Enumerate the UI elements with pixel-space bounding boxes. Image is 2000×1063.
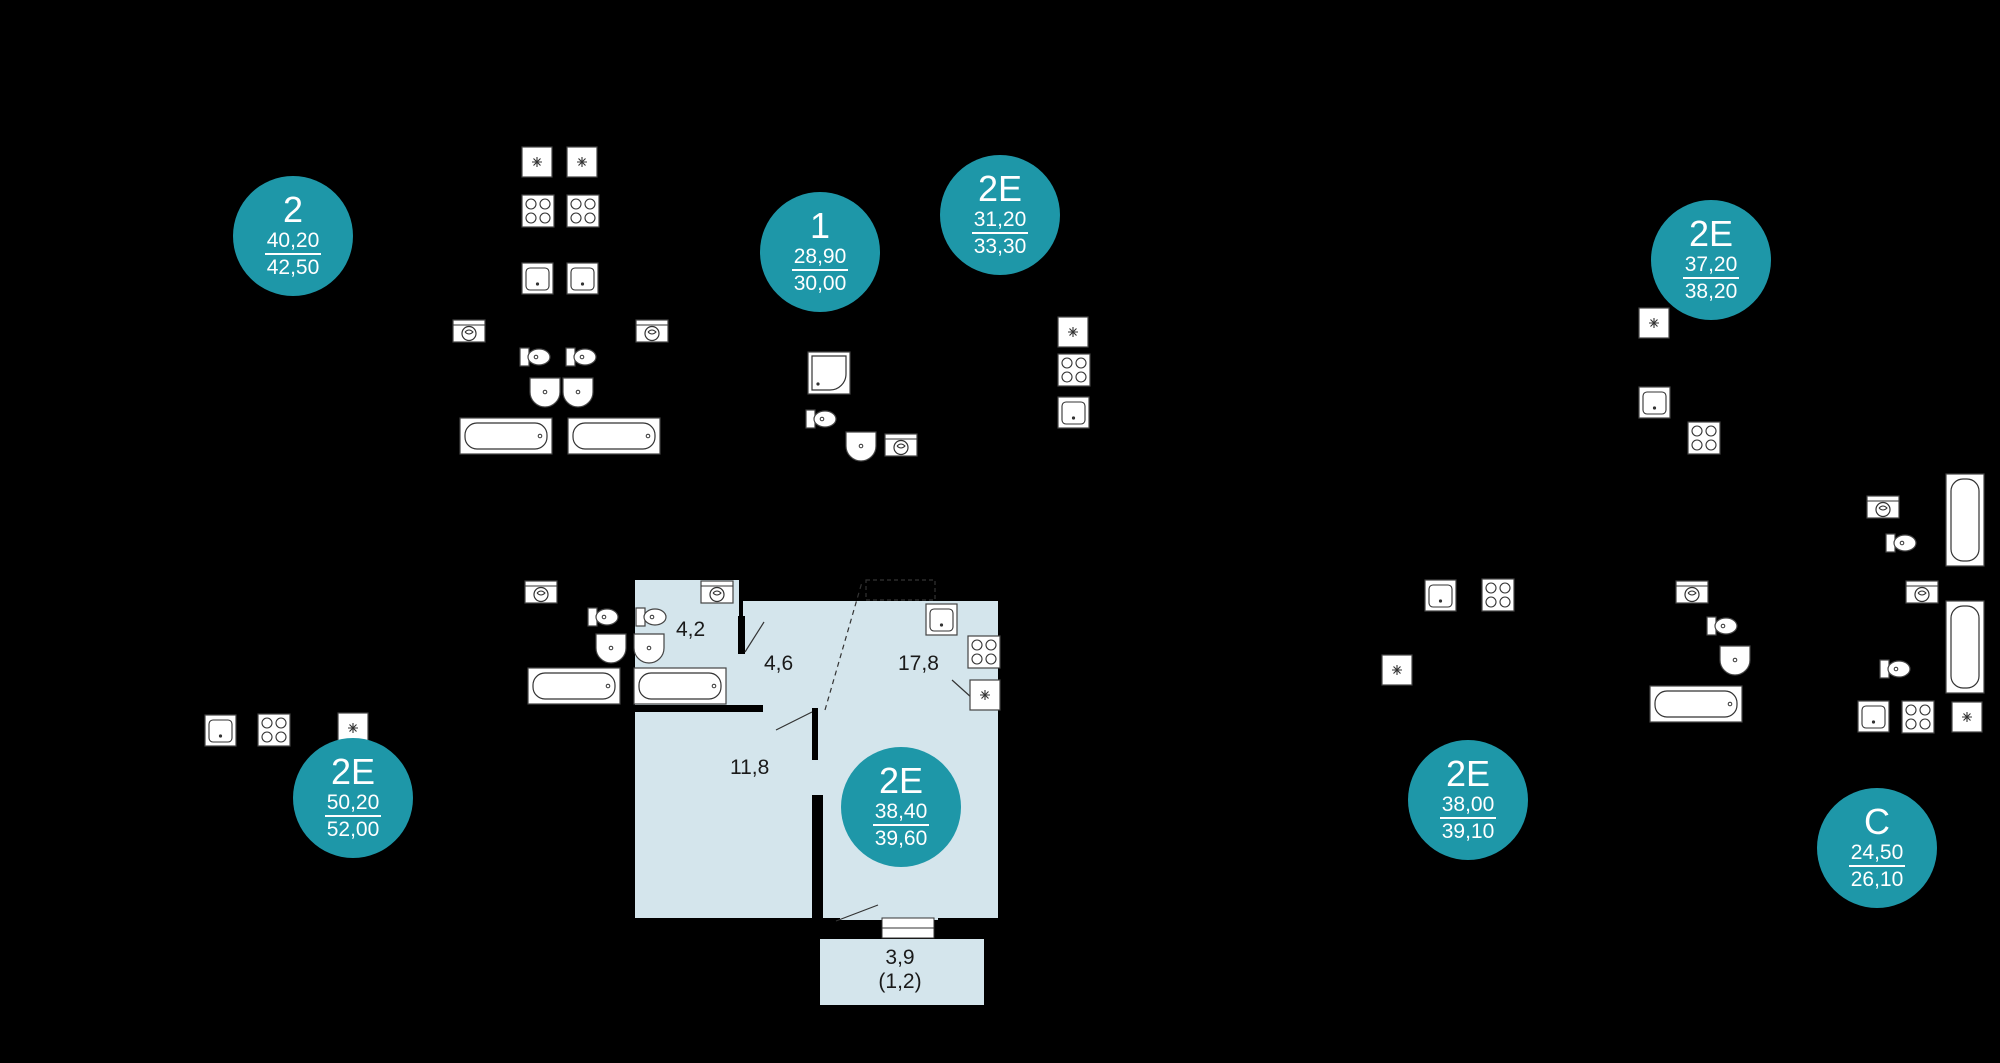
bathtub-icon bbox=[1945, 473, 1985, 567]
total-area: 26,10 bbox=[1850, 868, 1904, 891]
toilet-icon bbox=[805, 409, 837, 429]
toilet-icon bbox=[565, 347, 597, 367]
total-area: 38,20 bbox=[1684, 280, 1738, 303]
fridge-icon bbox=[521, 146, 553, 178]
washbasin-icon bbox=[529, 377, 561, 408]
stove-icon bbox=[1687, 421, 1721, 455]
living-area: 28,90 bbox=[791, 245, 849, 271]
fridge-icon bbox=[969, 679, 1001, 711]
sink-icon bbox=[1424, 579, 1457, 612]
living-area: 31,20 bbox=[971, 208, 1029, 234]
total-area: 52,00 bbox=[326, 818, 380, 841]
sink-icon bbox=[1857, 700, 1890, 733]
washing-machine-icon bbox=[700, 580, 734, 604]
kitchen-area-label: 17,8 bbox=[898, 652, 939, 675]
toilet-icon bbox=[519, 347, 551, 367]
apartment-badge-2[interactable]: 1 28,90 30,00 bbox=[760, 192, 880, 312]
bathtub-icon bbox=[633, 667, 727, 705]
stove-icon bbox=[257, 713, 291, 747]
balcony-floor bbox=[819, 938, 985, 1006]
bathtub-icon bbox=[1649, 685, 1743, 723]
washing-machine-icon bbox=[452, 319, 486, 343]
apartment-badge-8[interactable]: C 24,50 26,10 bbox=[1817, 788, 1937, 908]
toilet-icon bbox=[1885, 533, 1917, 553]
apartment-type: 1 bbox=[809, 205, 831, 246]
sink-icon bbox=[1638, 386, 1671, 419]
washing-machine-icon bbox=[884, 433, 918, 457]
bathroom-area-label: 4,2 bbox=[676, 618, 706, 641]
apartment-badge-4[interactable]: 2E 37,20 38,20 bbox=[1651, 200, 1771, 320]
toilet-icon bbox=[1706, 616, 1738, 636]
washing-machine-icon bbox=[1675, 580, 1709, 604]
living-area: 37,20 bbox=[1682, 253, 1740, 279]
apartment-badge-3[interactable]: 2E 31,20 33,30 bbox=[940, 155, 1060, 275]
sink-icon bbox=[925, 603, 958, 636]
washbasin-icon bbox=[562, 377, 594, 408]
bathtub-icon bbox=[459, 417, 553, 455]
hallway-area-label: 4,6 bbox=[764, 652, 794, 675]
apartment-type: C bbox=[1864, 801, 1890, 842]
bathtub-icon bbox=[567, 417, 661, 455]
sink-icon bbox=[1057, 396, 1090, 429]
stove-icon bbox=[566, 194, 600, 228]
balcony-area: 3,9 bbox=[885, 946, 915, 969]
balcony-reduced-area: (1,2) bbox=[878, 970, 922, 993]
living-area: 40,20 bbox=[264, 229, 322, 255]
living-area: 38,40 bbox=[872, 800, 930, 826]
washing-machine-icon bbox=[1905, 580, 1939, 604]
apartment-type: 2 bbox=[282, 189, 304, 230]
bedroom-area-label: 11,8 bbox=[730, 756, 770, 779]
apartment-type: 2E bbox=[878, 760, 924, 801]
fridge-icon bbox=[1057, 316, 1089, 348]
apartment-badge-1[interactable]: 2 40,20 42,50 bbox=[233, 176, 353, 296]
living-area: 38,00 bbox=[1439, 793, 1497, 819]
shower-icon bbox=[807, 351, 851, 395]
bathtub-icon bbox=[527, 667, 621, 705]
living-area: 24,50 bbox=[1848, 841, 1906, 867]
total-area: 42,50 bbox=[266, 256, 320, 279]
apartment-badge-6[interactable]: 2E 38,40 39,60 bbox=[841, 747, 961, 867]
total-area: 39,10 bbox=[1441, 820, 1495, 843]
balcony-area-label: 3,9 (1,2) bbox=[868, 946, 932, 994]
washing-machine-icon bbox=[524, 580, 558, 604]
stove-icon bbox=[521, 194, 555, 228]
total-area: 30,00 bbox=[793, 272, 847, 295]
living-area: 50,20 bbox=[324, 791, 382, 817]
apartment-type: 2E bbox=[1688, 213, 1734, 254]
washing-machine-icon bbox=[635, 319, 669, 343]
fridge-icon bbox=[1638, 307, 1670, 339]
fridge-icon bbox=[566, 146, 598, 178]
sink-icon bbox=[204, 714, 237, 747]
stove-icon bbox=[1901, 700, 1935, 734]
sink-icon bbox=[521, 262, 554, 295]
total-area: 33,30 bbox=[973, 235, 1027, 258]
fridge-icon bbox=[1381, 654, 1413, 686]
washbasin-icon bbox=[633, 633, 665, 664]
washbasin-icon bbox=[595, 633, 627, 664]
toilet-icon bbox=[635, 607, 667, 627]
total-area: 39,60 bbox=[874, 827, 928, 850]
apartment-type: 2E bbox=[1445, 753, 1491, 794]
door-swings bbox=[744, 579, 973, 922]
toilet-icon bbox=[1879, 659, 1911, 679]
stove-icon bbox=[1057, 353, 1091, 387]
washing-machine-icon bbox=[1866, 495, 1900, 519]
washbasin-icon bbox=[845, 431, 877, 462]
stove-icon bbox=[967, 635, 1001, 669]
apartment-type: 2E bbox=[330, 751, 376, 792]
apartment-badge-7[interactable]: 2E 38,00 39,10 bbox=[1408, 740, 1528, 860]
sink-icon bbox=[566, 262, 599, 295]
washbasin-icon bbox=[1719, 645, 1751, 676]
fridge-icon bbox=[1951, 701, 1983, 733]
toilet-icon bbox=[587, 607, 619, 627]
stove-icon bbox=[1481, 578, 1515, 612]
apartment-badge-5[interactable]: 2E 50,20 52,00 bbox=[293, 738, 413, 858]
bathtub-icon bbox=[1945, 600, 1985, 694]
apartment-type: 2E bbox=[977, 168, 1023, 209]
